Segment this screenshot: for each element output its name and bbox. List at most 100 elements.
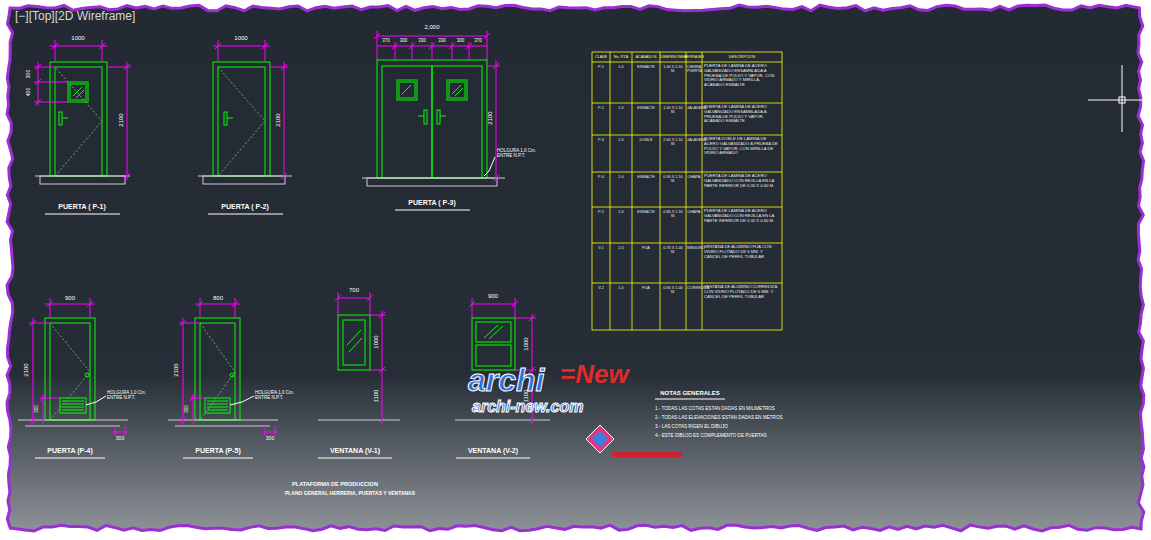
dimension: 370 xyxy=(382,38,390,43)
dimension: 900 xyxy=(488,293,498,300)
element-title: PUERTA (P-4) xyxy=(47,447,93,455)
table-cell: VENTANA DE ALUMINIO FIJA CON VIDRIO FLOT… xyxy=(704,245,780,259)
general-note: 4.- ESTE DIBUJO ES COMPLEMENTO DE PUERTA… xyxy=(655,433,767,438)
table-cell: JALADERA xyxy=(687,138,701,142)
table-cell: P-2 xyxy=(593,106,609,110)
dimension: 330 xyxy=(418,38,426,43)
title-underline xyxy=(35,210,725,458)
dimension: 1000 xyxy=(234,35,247,42)
dimension: 1000 xyxy=(523,337,530,350)
table-cell: V-2 xyxy=(593,286,609,290)
general-note: 3.- LAS COTAS RIGEN EL DIBUJO xyxy=(655,424,728,429)
table-cell: 2.00 X 2.10 M. xyxy=(661,138,685,147)
table-cell: ESMALTE xyxy=(633,106,659,110)
table-cell: ESMALTE xyxy=(633,175,659,179)
door-p1 xyxy=(50,62,107,176)
dimension: 1000 xyxy=(71,35,84,42)
crosshair xyxy=(1088,65,1151,132)
door-p3 xyxy=(377,60,487,178)
dimension: 2100 xyxy=(23,363,30,376)
table-cell: CORREDIZA xyxy=(687,286,701,290)
callout-note: HOLGURA 1.0 Cm. ENTRE N.P.T. xyxy=(107,390,147,400)
table-cell: CHAPA xyxy=(687,210,701,214)
dimension: 2100 xyxy=(173,363,180,376)
dimension: 1100 xyxy=(373,390,380,403)
dimension: 330 xyxy=(438,38,446,43)
table-cell: CIERRA PUERTA xyxy=(687,65,701,74)
table-header: DIMENSIONES xyxy=(660,55,687,59)
table-cell: 2.0 xyxy=(611,138,631,142)
table-header: CLAVE xyxy=(595,55,607,59)
table-cell: 0.90 X 2.10 M. xyxy=(661,175,685,184)
element-title: PUERTA ( P-3) xyxy=(408,199,455,207)
dimension: 2100 xyxy=(275,113,282,126)
door-p2 xyxy=(213,62,270,176)
table-cell: DOBLE xyxy=(633,138,659,142)
dimension: 370 xyxy=(474,38,482,43)
table-cell: FIJA xyxy=(633,286,659,290)
watermark: archi xyxy=(468,362,544,399)
general-note: 1.- TODAS LAS COTAS ESTAN DADAS EN MILIM… xyxy=(655,406,775,411)
table-cell: P-3 xyxy=(593,138,609,142)
dimension: 300 xyxy=(400,38,408,43)
drawing-title: PLATAFORMA DE PRODUCCION xyxy=(292,481,378,487)
table-cell: 2.0 xyxy=(611,246,631,250)
table-cell: 1.00 X 2.10 M. xyxy=(661,106,685,115)
table-cell: P-5 xyxy=(593,210,609,214)
table-cell: PUERTA DE LAMINA DE ACERO GALVANIZADO CO… xyxy=(704,209,780,223)
table-cell: PUERTA DOBLE DE LAMINA DE ACERO GALVANIZ… xyxy=(704,137,780,156)
table-cell: 0.90 X 1.00 M. xyxy=(661,286,685,295)
element-title: VENTANA (V-1) xyxy=(330,447,380,455)
dimension: 2100 xyxy=(487,111,494,124)
table-cell: 0.80 X 2.10 M. xyxy=(661,210,685,219)
viewport-label: [−][Top][2D Wireframe] xyxy=(15,10,135,24)
table-cell: 1.0 xyxy=(611,286,631,290)
table-cell: FIJA xyxy=(633,246,659,250)
table-cell: PUERTA DE LAMINA DE ACERO GALVANIZADO CO… xyxy=(704,174,780,188)
table-cell: 1.0 xyxy=(611,106,631,110)
dimension: 300 xyxy=(457,38,465,43)
floor xyxy=(35,176,130,184)
dimension-lines xyxy=(34,40,131,180)
dimension: 300 xyxy=(184,405,189,413)
dimension: 300 xyxy=(26,70,32,78)
table-header: ACABADOS xyxy=(635,55,656,59)
dimension: 2100 xyxy=(118,113,125,126)
table-cell: PUERTA DE LAMINA DE ACERO GALVANIZADO EN… xyxy=(704,64,780,88)
logo-mark xyxy=(586,425,682,457)
callout-note: HOLGURA 1.0 Cm. ENTRE N.P.T. xyxy=(497,148,537,158)
table-cell: P-1 xyxy=(593,65,609,69)
table-cell: ESMALTE xyxy=(633,210,659,214)
watermark: archi-new.com xyxy=(472,398,583,416)
callout-note: HOLGURA 1.0 Cm. ENTRE N.P.T. xyxy=(255,390,295,400)
dimension: 700 xyxy=(349,287,359,294)
dimension: 300 xyxy=(116,436,124,442)
dimension: 300 xyxy=(34,405,39,413)
table-cell: 0.70 X 1.00 M. xyxy=(661,246,685,255)
dimension: 2,000 xyxy=(424,24,439,31)
element-title: PUERTA ( P-2) xyxy=(221,203,268,211)
table-cell: 1.00 X 2.10 M. xyxy=(661,65,685,74)
dimension: 1000 xyxy=(373,335,380,348)
table-header: No. PZA xyxy=(614,55,628,59)
table-cell: JALADERA xyxy=(687,106,701,110)
dimension: 900 xyxy=(65,295,75,302)
table-header: DESCRIPCION xyxy=(729,55,755,59)
dimension: 800 xyxy=(213,295,223,302)
dimension: 400 xyxy=(26,88,32,96)
torn-border xyxy=(7,5,1144,531)
dimension: 300 xyxy=(266,436,274,442)
table-cell: V-1 xyxy=(593,246,609,250)
watermark: =New xyxy=(560,360,629,390)
table-cell: ESMALTE xyxy=(633,65,659,69)
table-cell: VENTANA DE ALUMINIO CORREDIZA CON VIDRIO… xyxy=(704,285,780,299)
notes-heading: NOTAS GENERALES xyxy=(660,390,720,397)
table-header: HERRAJES xyxy=(684,55,704,59)
schedule-table xyxy=(592,52,782,330)
drawing-caption: PLANO GENERAL HERRERIA, PUERTAS Y VENTAN… xyxy=(285,491,415,497)
table-cell: 1.0 xyxy=(611,175,631,179)
leader-line xyxy=(484,157,495,176)
table-cell: P-4 xyxy=(593,175,609,179)
